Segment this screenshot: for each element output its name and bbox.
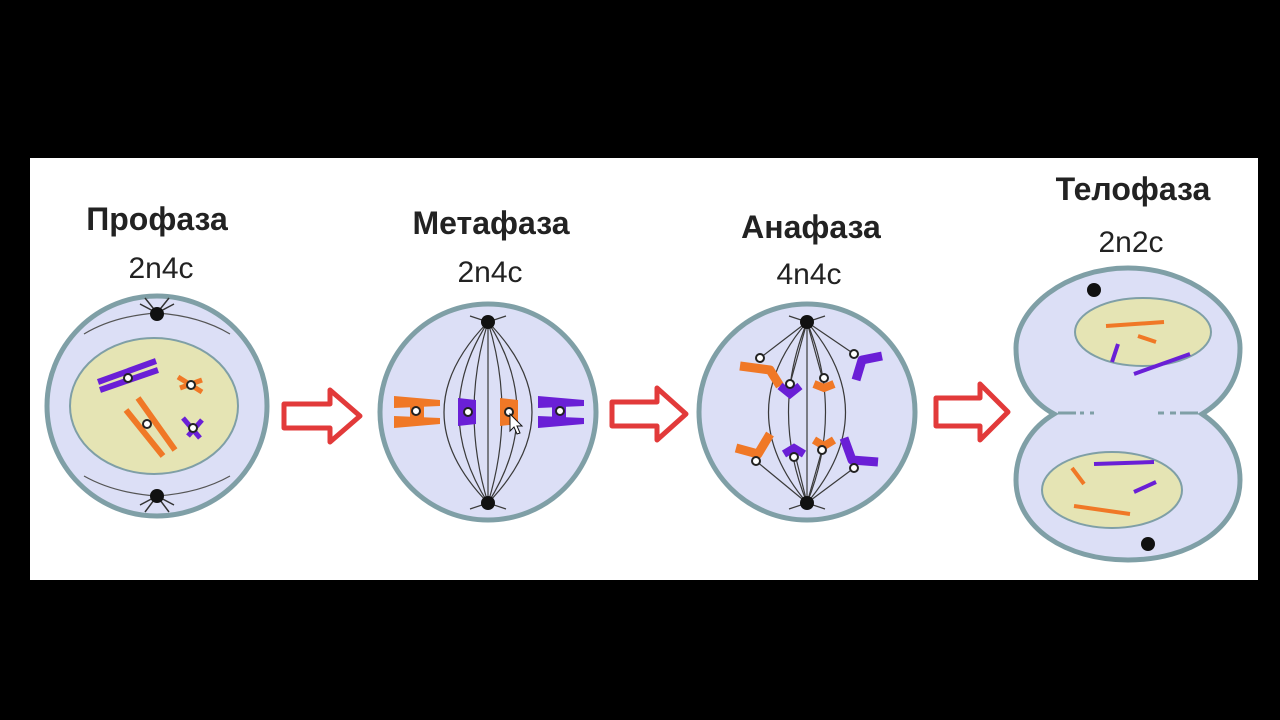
nucleus-upper-daughter	[1074, 297, 1212, 367]
mitosis-diagram: Профаза 2n4c	[44, 171, 1243, 563]
chromosomes-lower-daughter	[1070, 460, 1157, 516]
chromatid-purple-large-bottom	[839, 436, 879, 473]
metaphase-cell	[377, 301, 599, 523]
anaphase-stage: Анафаза 4n4c	[696, 209, 918, 523]
right-arrow-icon	[609, 385, 689, 443]
phase-formula-anaphase: 4n4c	[776, 258, 841, 291]
mouse-cursor-icon	[509, 412, 524, 435]
chromatid-orange-small-bottom	[811, 436, 837, 455]
right-arrow-icon	[281, 387, 363, 445]
chromosome-purple-large	[96, 358, 159, 393]
centrosome-bottom	[150, 489, 164, 503]
mitosis-diagram-panel: Профаза 2n4c	[30, 158, 1258, 580]
chromosome-purple-large	[538, 396, 584, 428]
centrosome-top	[800, 315, 814, 329]
chromatid-purple-small-top	[777, 379, 803, 400]
chromosome-purple-small	[458, 398, 476, 426]
nucleus	[69, 337, 239, 475]
prophase-stage: Профаза 2n4c	[44, 201, 270, 519]
phase-formula-metaphase: 2n4c	[457, 256, 522, 289]
metaphase-stage: Метафаза 2n4c	[377, 205, 599, 523]
chromatid-purple-small-bottom	[781, 443, 807, 462]
prophase-cell	[44, 293, 270, 519]
chromatid-orange-small-top	[812, 373, 836, 393]
phase-formula-telophase: 2n2c	[1098, 226, 1163, 259]
chromosome-orange-large	[123, 396, 178, 458]
chromatid-purple-large-top	[849, 349, 883, 382]
phase-title-anaphase: Анафаза	[741, 209, 881, 245]
chromosome-purple-small	[181, 416, 204, 440]
chromatid-orange-large-top	[739, 353, 784, 389]
centrosome-bottom	[800, 496, 814, 510]
chromosome-orange-large	[394, 396, 440, 428]
centrosome-top	[150, 307, 164, 321]
telophase-cell	[1013, 265, 1243, 563]
centrosome-lower-daughter	[1141, 537, 1155, 551]
phase-formula-prophase: 2n4c	[128, 252, 193, 285]
chromosome-orange-small	[176, 374, 204, 395]
centrosome-top	[481, 315, 495, 329]
phase-title-metaphase: Метафаза	[413, 205, 570, 241]
chromatid-orange-large-bottom	[734, 431, 774, 466]
chromosomes-upper-daughter	[1105, 320, 1191, 376]
centrosome-upper-daughter	[1087, 283, 1101, 297]
phase-title-telophase: Телофаза	[1056, 171, 1211, 207]
right-arrow-icon	[933, 381, 1011, 443]
anaphase-cell	[696, 301, 918, 523]
phase-title-prophase: Профаза	[86, 201, 228, 237]
nucleus-lower-daughter	[1041, 451, 1183, 529]
telophase-stage: Телофаза 2n2c	[1013, 171, 1243, 563]
centrosome-bottom	[481, 496, 495, 510]
